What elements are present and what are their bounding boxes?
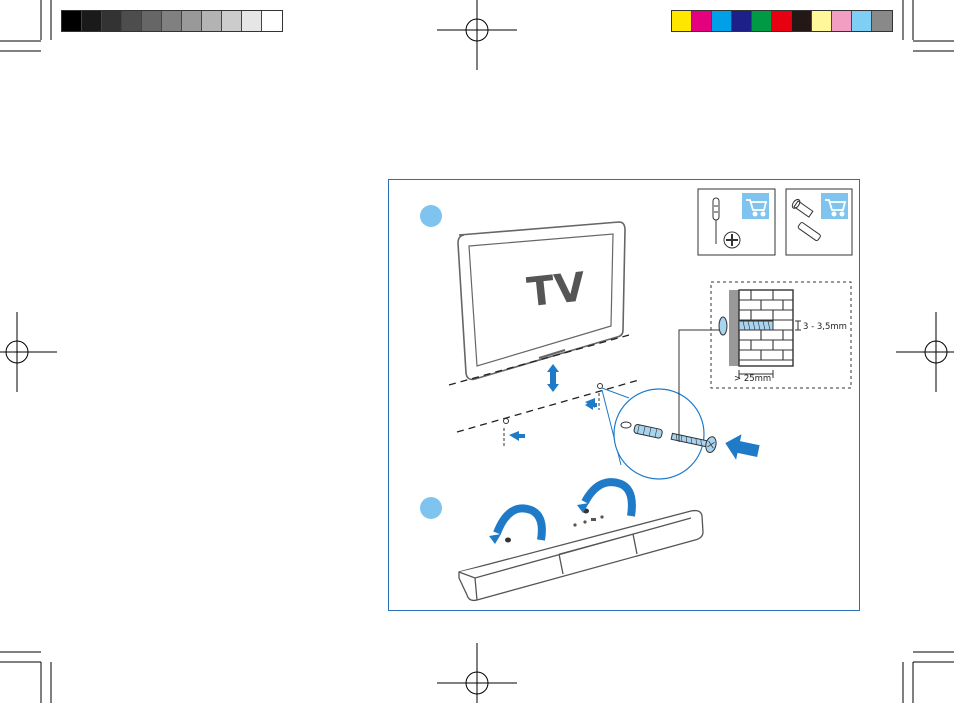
- step-1-marker: [420, 205, 442, 227]
- screw-mark-right: [585, 384, 603, 411]
- soundbar-illustration: [459, 511, 703, 601]
- registration-mark: [437, 0, 517, 70]
- alignment-arrows: [547, 364, 559, 392]
- hang-arrow-left: [489, 508, 542, 544]
- registration-mark: [0, 312, 57, 392]
- soundbar-screw-left: [505, 538, 511, 543]
- screw-thread-dimension: 3 - 3,5mm: [803, 322, 847, 332]
- tv-label: TV: [525, 264, 588, 316]
- lower-guide-line: [457, 380, 639, 432]
- detail-zoom: [602, 388, 704, 479]
- wall-detail: [711, 282, 851, 388]
- depth-dimension: > 25mm: [734, 374, 771, 384]
- screw-mark-left: [504, 419, 526, 447]
- tool-box-screwdriver: [698, 189, 775, 255]
- registration-mark: [896, 312, 954, 392]
- tool-box-screws: [786, 189, 852, 255]
- wall-mount-illustration: TV: [389, 180, 859, 610]
- step-2-marker: [420, 497, 442, 519]
- registration-mark: [437, 643, 517, 703]
- instruction-figure: TV: [388, 179, 860, 611]
